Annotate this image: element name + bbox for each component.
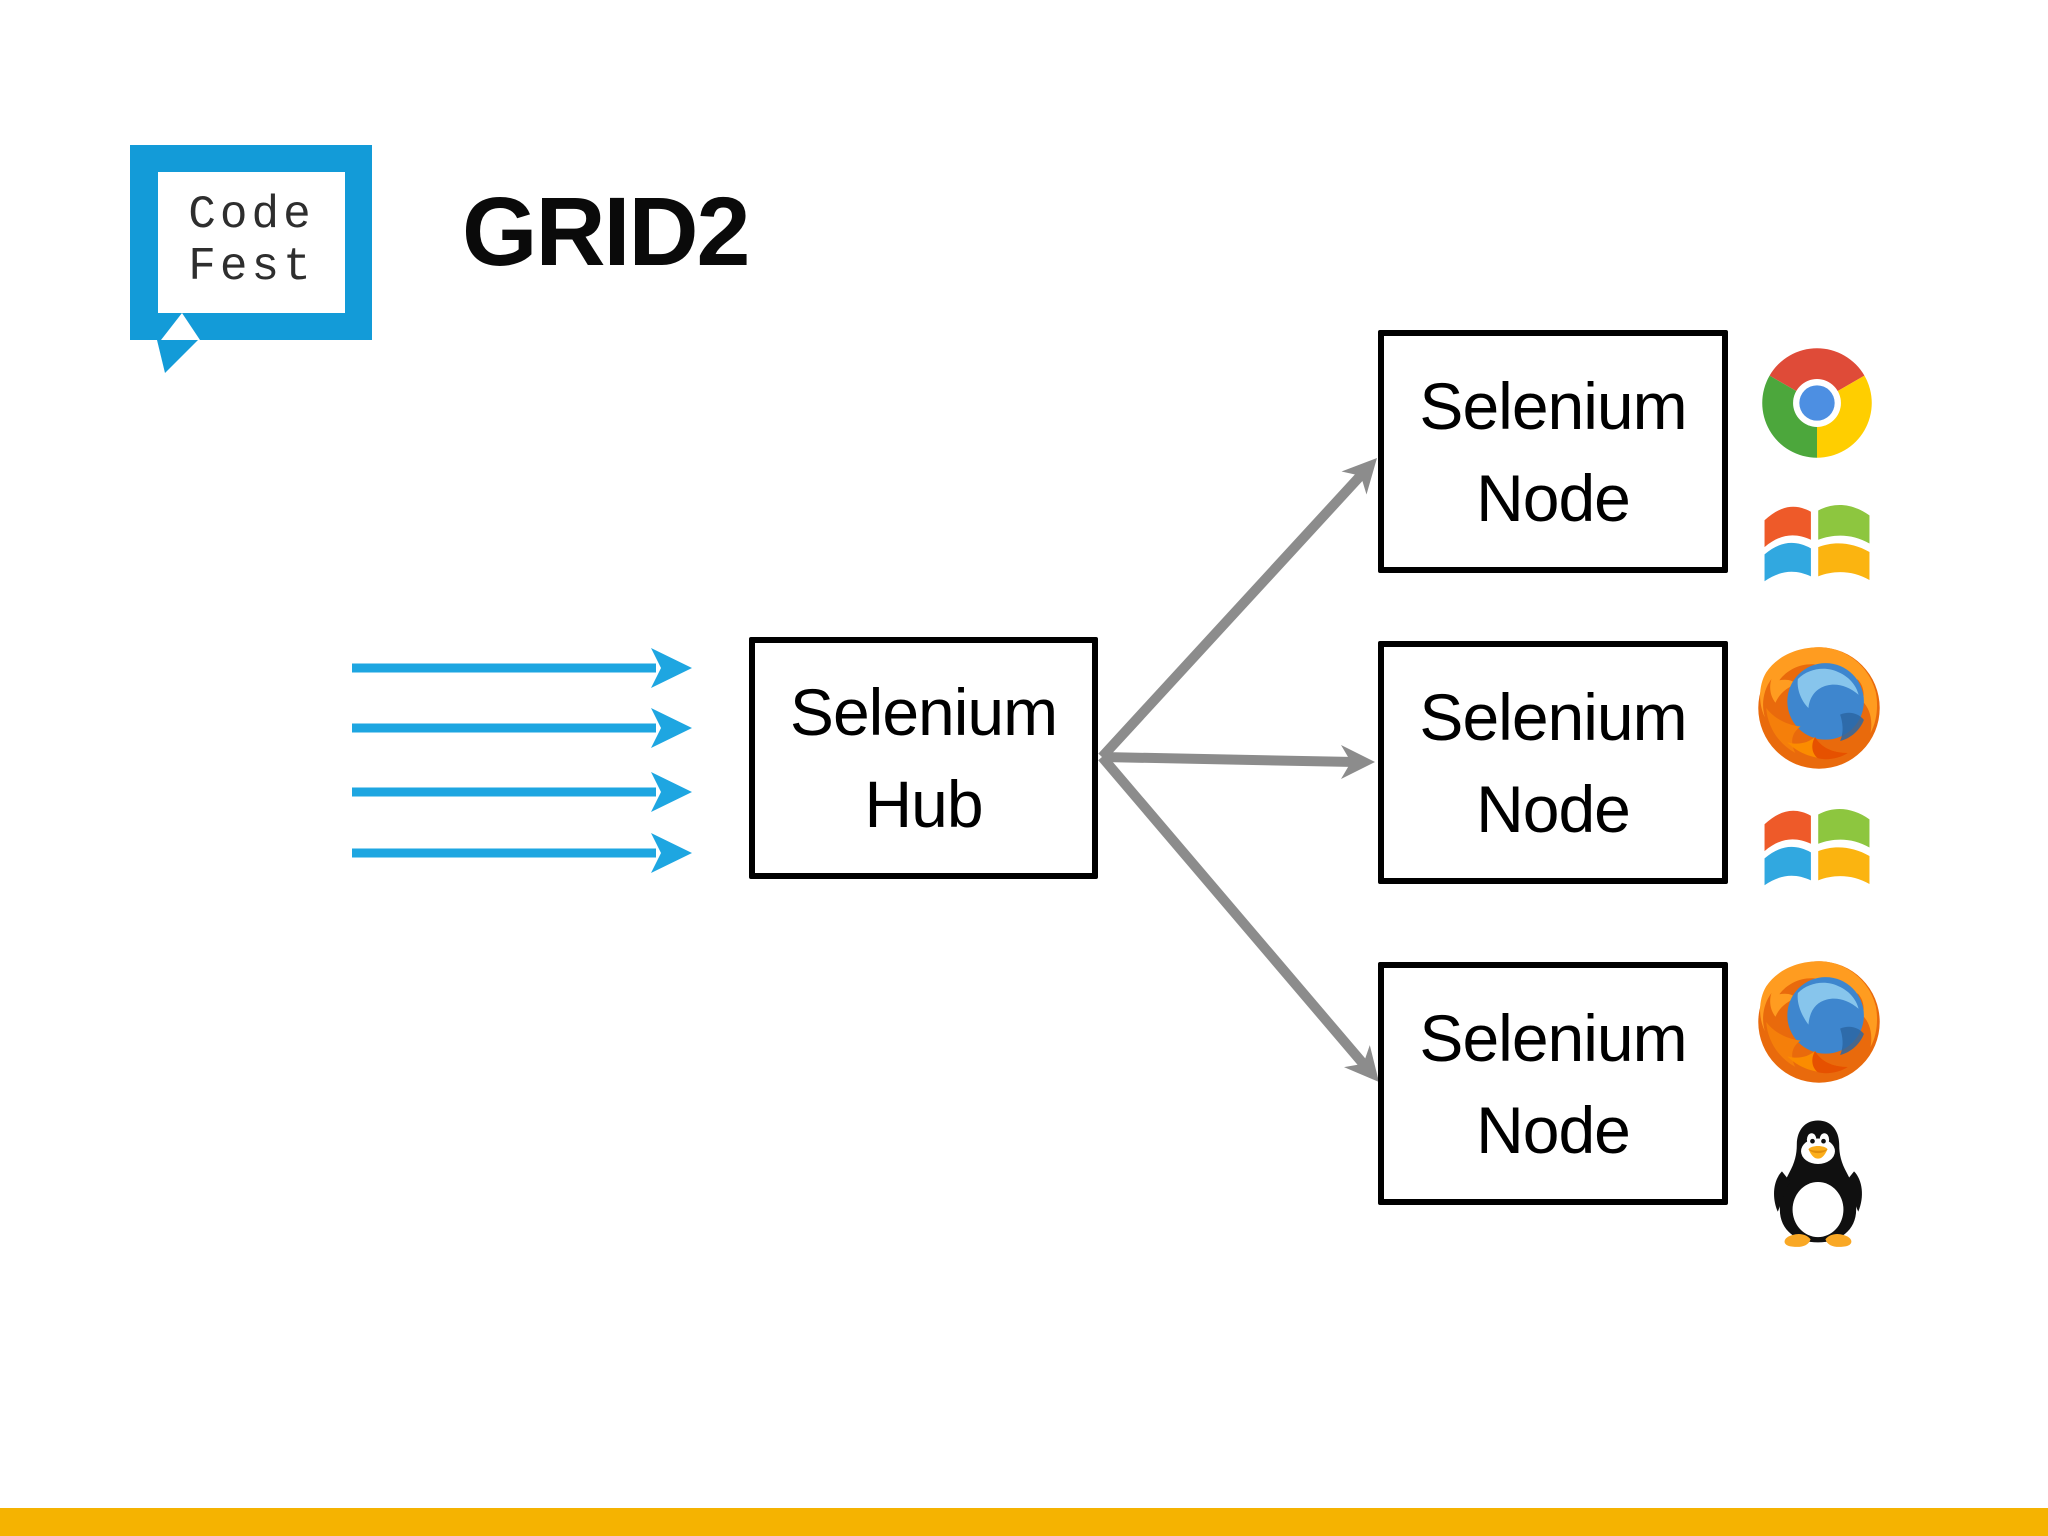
hub-node-connector: [1101, 745, 1375, 779]
selenium-hub-box: Selenium Hub: [749, 637, 1098, 879]
arrowhead-icon: [651, 772, 692, 812]
arrowhead-icon: [651, 648, 692, 688]
logo-line2: Fest: [188, 241, 315, 293]
firefox-icon: [1758, 647, 1880, 769]
arrowhead-icon: [1341, 458, 1377, 495]
chrome-icon: [1762, 348, 1872, 458]
arrowhead-icon: [1341, 745, 1375, 779]
selenium-node-box-2: Selenium Node: [1378, 641, 1728, 884]
selenium-node-box-3: Selenium Node: [1378, 962, 1728, 1205]
request-arrows: [352, 648, 692, 873]
request-arrow: [352, 772, 692, 812]
hub-node-connectors: [1098, 458, 1379, 1082]
hub-label-line2: Hub: [864, 767, 983, 841]
windows-icon: [1764, 504, 1870, 582]
windows-icon: [1764, 808, 1870, 886]
node-label-line2: Node: [1476, 771, 1631, 846]
arrowhead-icon: [651, 708, 692, 748]
selenium-node-box-1: Selenium Node: [1378, 330, 1728, 573]
arrowhead-icon: [1344, 1045, 1379, 1082]
logo-panel: [158, 172, 345, 313]
firefox-icon: [1758, 961, 1880, 1083]
request-arrow: [352, 708, 692, 748]
logo-bubble-tail: [157, 340, 198, 373]
codefest-logo: [130, 145, 372, 373]
request-arrow: [352, 833, 692, 873]
page-title: GRID2: [462, 177, 750, 286]
arrowhead-icon: [651, 833, 692, 873]
node-label-line2: Node: [1476, 1092, 1631, 1167]
logo-line1: Code: [188, 189, 315, 241]
footer-accent-bar: [0, 1508, 2048, 1536]
node-label-line1: Selenium: [1419, 368, 1687, 443]
node-label-line1: Selenium: [1419, 679, 1687, 754]
hub-node-connector: [1098, 458, 1377, 761]
hub-node-connector: [1098, 753, 1379, 1082]
linux-icon: [1774, 1120, 1862, 1247]
node-label-line1: Selenium: [1419, 1000, 1687, 1075]
node-label-line2: Node: [1476, 460, 1631, 535]
request-arrow: [352, 648, 692, 688]
hub-label-line1: Selenium: [789, 675, 1058, 749]
logo-tail-notch: [161, 313, 200, 340]
